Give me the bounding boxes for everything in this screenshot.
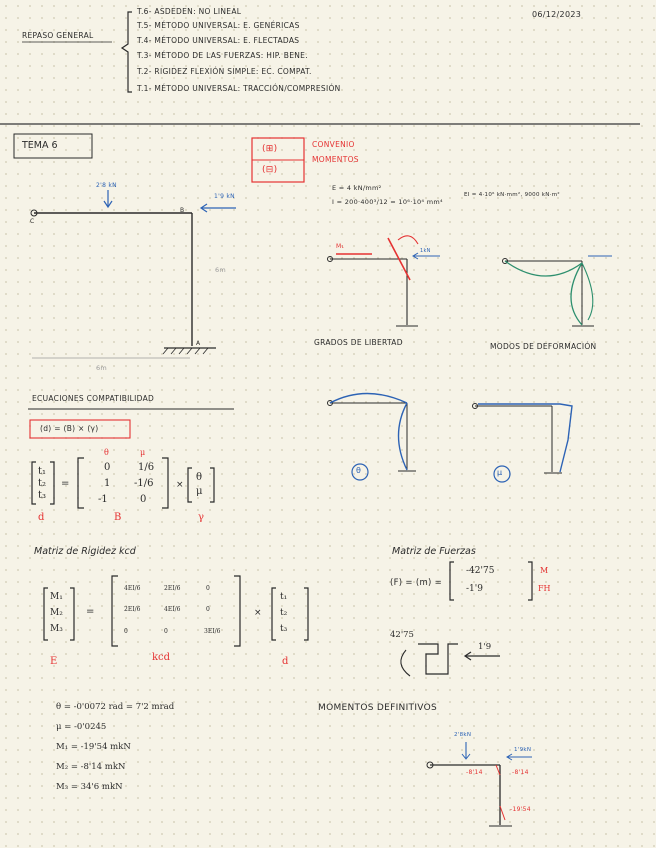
sketch-left-value: 42'75 (390, 630, 414, 640)
stiff-m-31: 0 (124, 628, 128, 635)
stiff-m-23: 0 (206, 606, 210, 613)
main-frame (30, 190, 236, 359)
compat-m-31: -1 (98, 494, 108, 505)
stiff-m-33: 3EI/6 (204, 628, 221, 635)
compat-lhs-2: t₂ (38, 478, 47, 489)
dof-force-label: 1kN (420, 248, 431, 254)
compat-lhs-1: t₁ (38, 466, 47, 477)
stiff-label-e: E (50, 656, 58, 667)
stiff-m-12: 2EI/6 (164, 585, 181, 592)
compat-m-12: 1/6 (138, 462, 155, 473)
deform-caption: MODOS DE DEFORMACIÓN (490, 342, 597, 351)
topic-3: T.3- MÉTODO DE LAS FUERZAS: HIP. BENE. (137, 51, 308, 60)
final-title: MOMENTOS DEFINITIVOS (318, 703, 437, 713)
compat-m-32: 0 (140, 494, 147, 505)
final-side-load: 1'9kN (514, 747, 532, 753)
stiff-m-32: 0 (164, 628, 168, 635)
stiff-m-13: 0 (206, 585, 210, 592)
compat-m-21: 1 (104, 478, 111, 489)
result-theta: θ = -0'0072 rad = 7'2 mrad (56, 702, 175, 712)
stiff-m-22: 4EI/6 (164, 606, 181, 613)
compat-rhs-2: μ (196, 486, 203, 497)
compat-lhs-3: t₃ (38, 490, 47, 501)
side-load-label: 1'9 kN (214, 193, 235, 200)
compat-m-11: 0 (104, 462, 111, 473)
section-title: TEMA 6 (22, 140, 58, 151)
compat-m-22: -1/6 (134, 478, 154, 489)
force-tag-fh: FH (538, 584, 551, 593)
result-m2: M₂ = -8'14 mkN (56, 762, 126, 772)
topic-1: T.1- MÉTODO UNIVERSAL: TRACCIÓN/COMPRESI… (137, 84, 341, 93)
stiff-lhs-3: M₃ (50, 624, 63, 634)
theta-mode-diagram (327, 392, 416, 481)
stiff-lhs-2: M₂ (50, 608, 63, 618)
force-sketch (400, 643, 500, 677)
compat-times: × (176, 480, 184, 490)
stiff-label-d: d (282, 656, 289, 667)
stiff-equals: = (86, 606, 95, 617)
force-value-2: -1'9 (466, 584, 483, 594)
sketch-right-value: 1'9 (478, 642, 492, 652)
forces-title: Matriz de Fuerzas (392, 546, 476, 557)
final-m-right: -8'14 (512, 769, 529, 776)
compat-rhs-1: θ (196, 472, 203, 483)
compat-equals: = (61, 478, 70, 489)
mu-caption: μ (497, 468, 503, 477)
compat-label-b: B (114, 512, 122, 523)
stiff-lhs-1: M₁ (50, 592, 63, 602)
result-mu: μ = -0'0245 (56, 722, 107, 732)
compat-head-theta: θ (104, 448, 109, 457)
deformation-diagram (502, 255, 612, 327)
topic-6: T.6- ASDEDEN: NO LINEAL (137, 7, 242, 16)
node-b-label: B (180, 207, 185, 214)
convention-bottom: (⊟) (262, 165, 278, 175)
forces-eq: (F) = (m) = (390, 578, 443, 588)
compat-title: ECUACIONES COMPATIBILIDAD (32, 394, 155, 403)
compat-formula: (d) = (B) × (γ) (40, 424, 99, 433)
ei-value: EI = 4·10⁶ kN·mm², 9000 kN·m² (464, 192, 560, 198)
stiff-rhs-3: t₃ (280, 624, 288, 634)
compat-label-gamma: γ (198, 512, 204, 523)
dof-diagram (327, 235, 440, 327)
stiff-rhs-1: t₁ (280, 592, 288, 602)
node-a-label: A (196, 340, 201, 347)
result-m1: M₁ = -19'54 mkN (56, 742, 131, 752)
stiff-rhs-2: t₂ (280, 608, 288, 618)
mu-mode-diagram (472, 403, 573, 483)
final-m-base: -19'54 (510, 806, 531, 813)
compat-head-mu: μ (140, 448, 146, 457)
stiff-times: × (254, 608, 262, 618)
topic-5: T.5- MÉTODO UNIVERSAL: E. GENÉRICAS (137, 21, 300, 30)
compat-label-d: d (38, 512, 45, 523)
result-m3: M₃ = 34'6 mkN (56, 782, 123, 792)
height-label: 6m (215, 266, 227, 274)
force-tag-m: M (540, 566, 549, 575)
width-label: 6m (96, 364, 108, 372)
node-c-label: C (30, 218, 35, 225)
e-value: E = 4 kN/mm² (332, 184, 382, 192)
i-value: I = 200·400³/12 = 10⁶·10⁴ mm⁴ (332, 198, 443, 206)
dof-moment-label: M₁ (336, 243, 345, 250)
theta-caption: θ (356, 466, 362, 475)
convention-label-1: CONVENIO (312, 140, 355, 149)
general-title: REPASO GENERAL (22, 31, 94, 40)
final-moment-diagram (426, 742, 532, 827)
topic-4: T.4- MÉTODO UNIVERSAL: E. FLECTADAS (137, 36, 300, 45)
date: 06/12/2023 (532, 10, 582, 19)
final-m-left: -8'14 (466, 769, 483, 776)
stiff-m-11: 4EI/6 (124, 585, 141, 592)
convention-top: (⊞) (262, 144, 278, 154)
stiff-m-21: 2EI/6 (124, 606, 141, 613)
stiffness-title: Matriz de Rigidez kcd (34, 546, 136, 557)
topic-2: T.2- RIGIDEZ FLEXIÓN SIMPLE: EC. COMPAT. (137, 67, 312, 76)
stiff-label-kcd: kcd (152, 652, 171, 663)
convention-label-2: MOMENTOS (312, 155, 359, 164)
final-top-load: 2'8kN (454, 732, 472, 738)
dof-caption: GRADOS DE LIBERTAD (314, 338, 403, 347)
top-load-label: 2'8 kN (96, 182, 117, 189)
force-value-1: -42'75 (466, 566, 495, 576)
